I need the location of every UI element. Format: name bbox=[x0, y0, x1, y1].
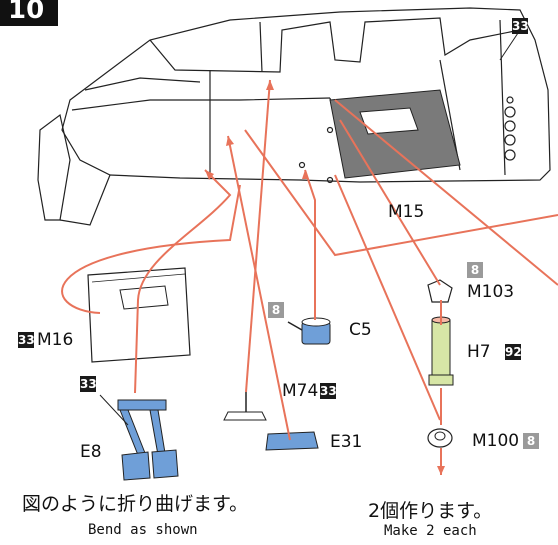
leader-lines bbox=[99, 29, 521, 426]
label-m103: M103 bbox=[467, 282, 515, 302]
step-number: 10 bbox=[0, 0, 58, 26]
part-h7 bbox=[428, 316, 454, 386]
badge-92-h7: 92 bbox=[505, 344, 522, 360]
label-m16: M16 bbox=[37, 330, 74, 350]
part-e31 bbox=[265, 431, 319, 451]
badge-33-m74: 33 bbox=[320, 383, 337, 399]
label-m15: M15 bbox=[388, 202, 425, 222]
part-e8 bbox=[117, 399, 179, 481]
label-h7: H7 bbox=[467, 342, 491, 362]
label-m74: M74 bbox=[282, 381, 319, 401]
badge-8-m100: 8 bbox=[523, 433, 539, 449]
label-e31: E31 bbox=[330, 432, 363, 452]
note-make-en: Make 2 each bbox=[384, 523, 477, 539]
badge-8-m103: 8 bbox=[467, 262, 483, 278]
badge-33-m16: 33 bbox=[18, 332, 35, 348]
arrow-heads bbox=[205, 80, 445, 475]
badge-33-top: 33 bbox=[512, 18, 529, 34]
assembly-arrows bbox=[61, 79, 558, 475]
label-c5: C5 bbox=[349, 320, 372, 340]
part-c5 bbox=[287, 317, 331, 345]
note-bend-jp: 図のように折り曲げます。 bbox=[22, 493, 249, 515]
part-m100 bbox=[427, 428, 453, 448]
label-e8: E8 bbox=[80, 442, 102, 462]
badge-33-e8: 33 bbox=[80, 376, 97, 392]
part-m74 bbox=[223, 392, 267, 421]
note-make-jp: 2個作ります。 bbox=[368, 500, 493, 522]
door-panel-m16 bbox=[87, 267, 191, 363]
note-bend-en: Bend as shown bbox=[88, 522, 198, 538]
label-m100: M100 bbox=[472, 431, 520, 451]
car-body-outline bbox=[37, 7, 551, 226]
badge-8-c5: 8 bbox=[268, 302, 284, 318]
